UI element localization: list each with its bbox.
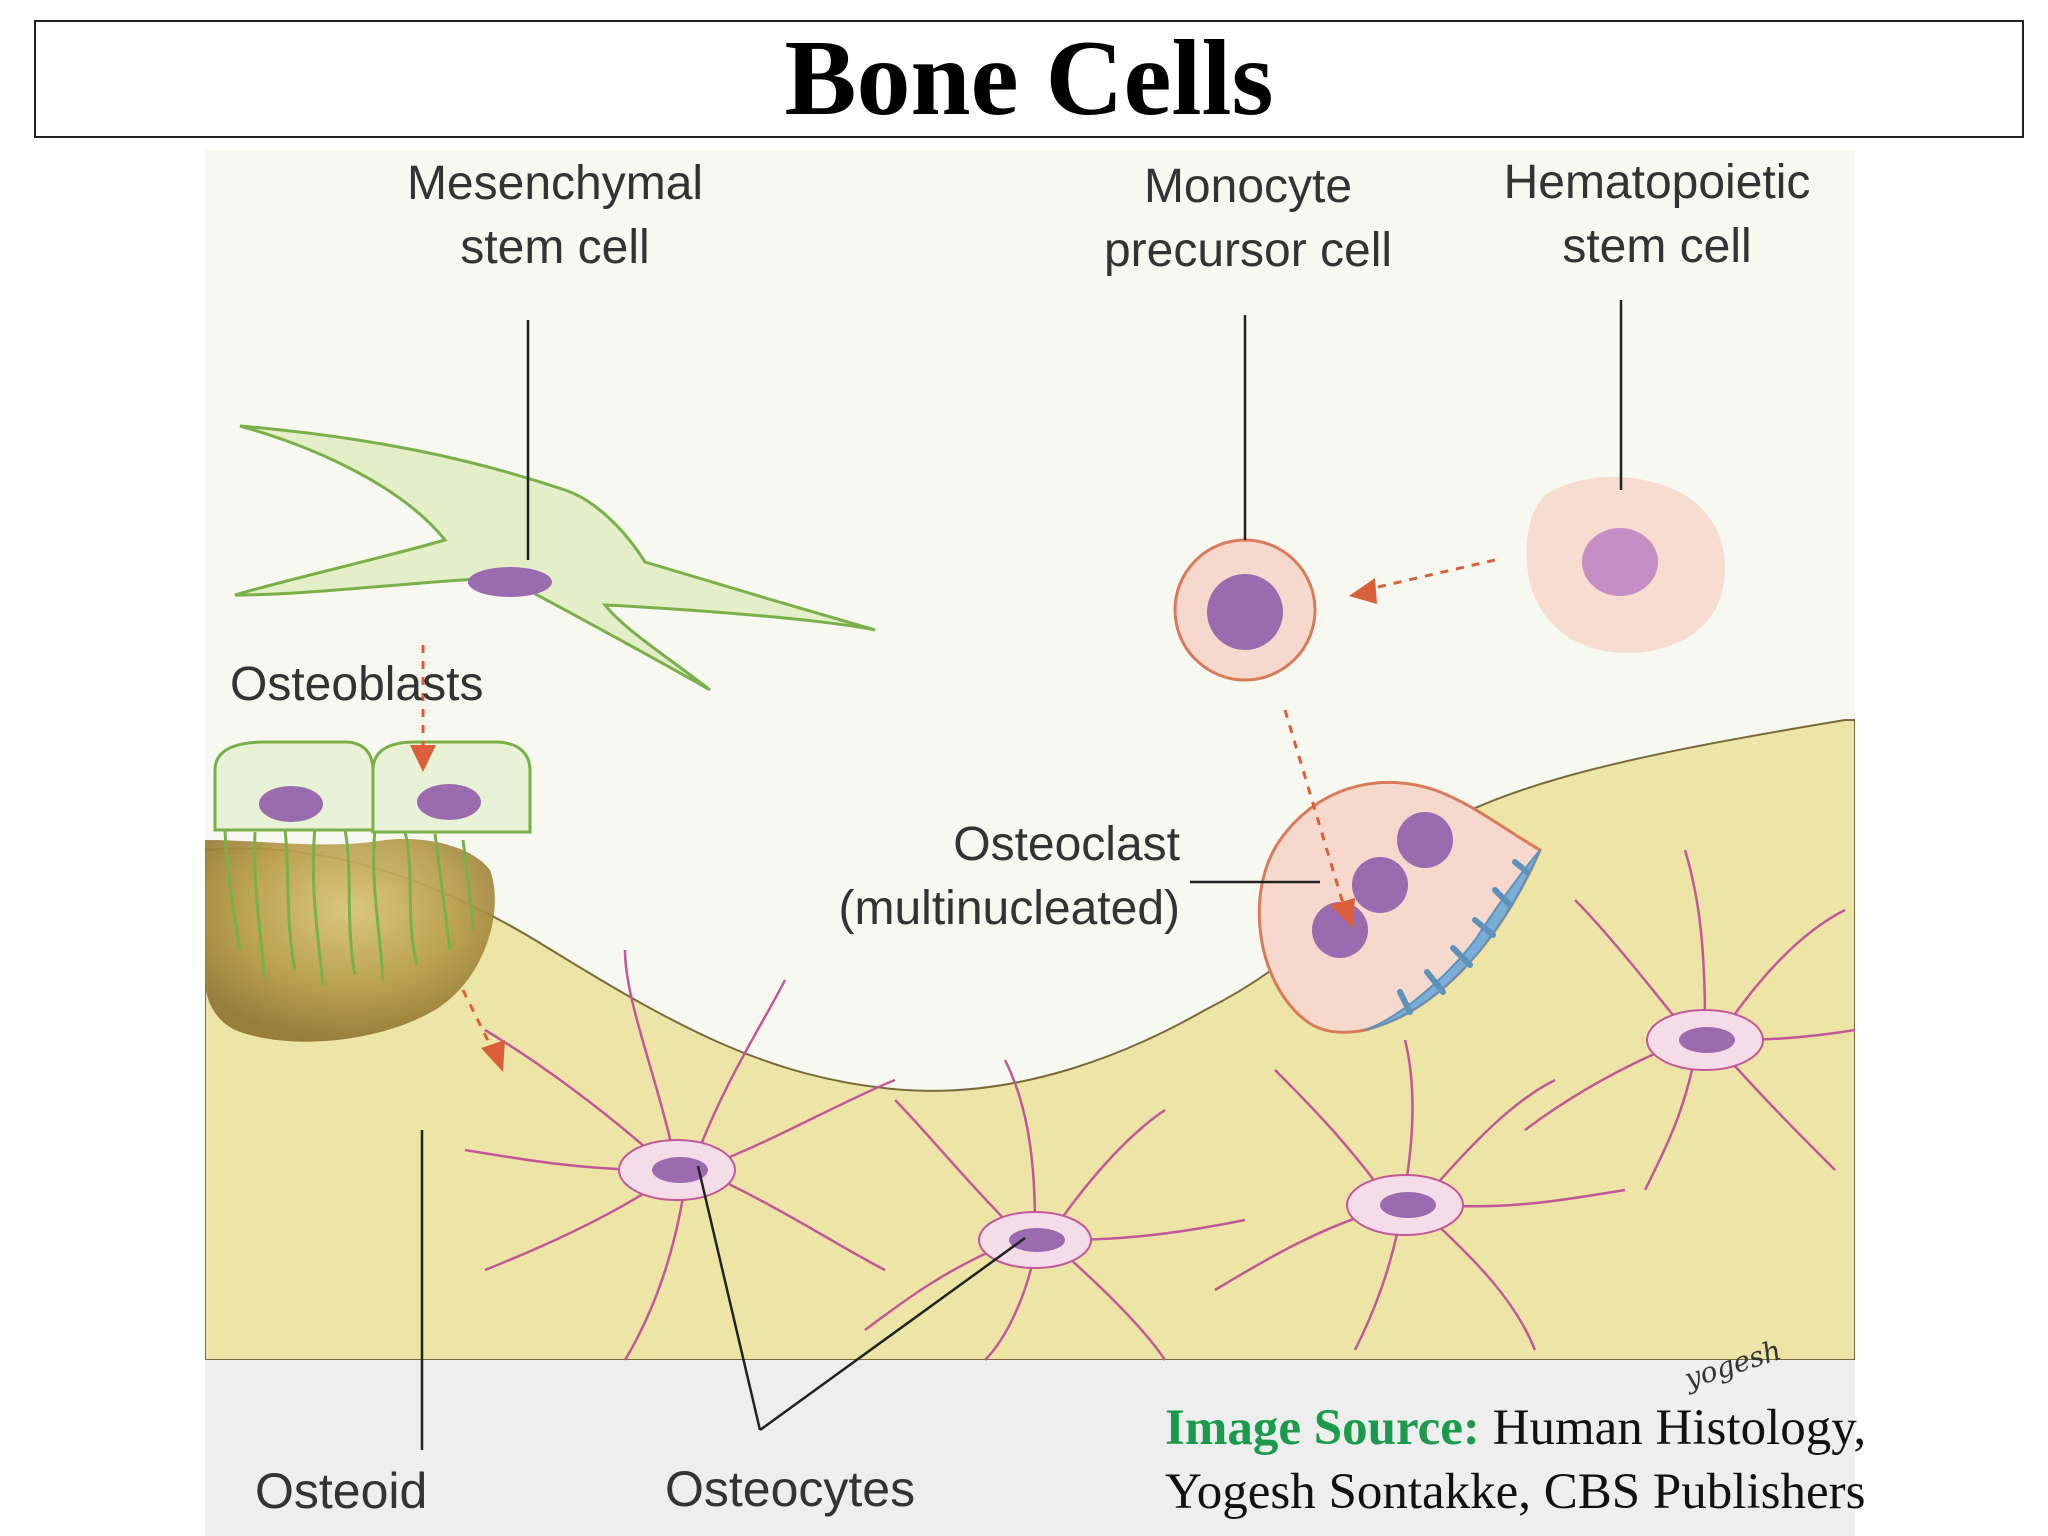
mesenchymal-stem-cell <box>234 424 876 692</box>
image-source-label: Image Source: <box>1165 1400 1480 1456</box>
label-monocyte-line2: precursor cell <box>1104 224 1392 277</box>
leader-lines <box>420 300 1623 1450</box>
arrowhead <box>481 1040 505 1072</box>
label-msc-line1: Mesenchymal <box>407 157 703 210</box>
bone-cells-diagram: Mesenchymal stem cell Monocyte precursor… <box>205 150 1855 1536</box>
osteocyte <box>864 1059 1246 1361</box>
osteoclast-nucleus <box>1397 812 1453 868</box>
title-box: Bone Cells <box>34 20 2024 138</box>
label-osteoid: Osteoid <box>255 1463 427 1519</box>
image-source-credit: Image Source: Human Histology, Yogesh So… <box>1165 1396 2035 1524</box>
osteocyte <box>1524 849 1855 1191</box>
osteoclast <box>1257 780 1542 1034</box>
osteocyte <box>464 949 896 1361</box>
hematopoietic-stem-cell <box>1526 476 1725 654</box>
label-osteoblasts: Osteoblasts <box>230 658 483 711</box>
osteocyte <box>1214 1039 1626 1351</box>
msc-nucleus <box>468 567 552 597</box>
monocyte-precursor-cell <box>1173 538 1317 682</box>
osteoblast-processes <box>223 827 475 986</box>
label-osteocytes: Osteocytes <box>665 1461 915 1517</box>
arrowhead <box>1330 898 1355 928</box>
label-osteoclast-line1: Osteoclast <box>953 818 1180 871</box>
bone-cells-figure: Mesenchymal stem cell Monocyte precursor… <box>205 150 1855 1536</box>
label-monocyte-line1: Monocyte <box>1144 160 1352 213</box>
label-hsc-line1: Hematopoietic <box>1504 156 1811 209</box>
image-source-text-line2: Yogesh Sontakke, CBS Publishers <box>1165 1464 1866 1520</box>
osteoblast-cells <box>213 740 532 834</box>
osteoblast-nucleus <box>259 786 323 822</box>
label-hsc-line2: stem cell <box>1562 220 1751 273</box>
osteoclast-nucleus <box>1312 902 1368 958</box>
arrowheads <box>410 578 1377 1072</box>
osteoclast-nucleus <box>1352 857 1408 913</box>
arrowhead <box>1349 578 1377 604</box>
label-msc-line2: stem cell <box>460 221 649 274</box>
image-source-text-line1: Human Histology, <box>1479 1400 1867 1456</box>
arrowhead <box>410 745 436 772</box>
osteoblast-nucleus <box>417 784 481 820</box>
monocyte-nucleus <box>1207 574 1283 650</box>
page-title: Bone Cells <box>784 19 1274 138</box>
label-osteoclast-line2: (multinucleated) <box>839 882 1180 935</box>
page-lower-area <box>205 1360 1855 1536</box>
differentiation-arrows <box>421 558 1496 1056</box>
hsc-nucleus <box>1582 528 1658 596</box>
